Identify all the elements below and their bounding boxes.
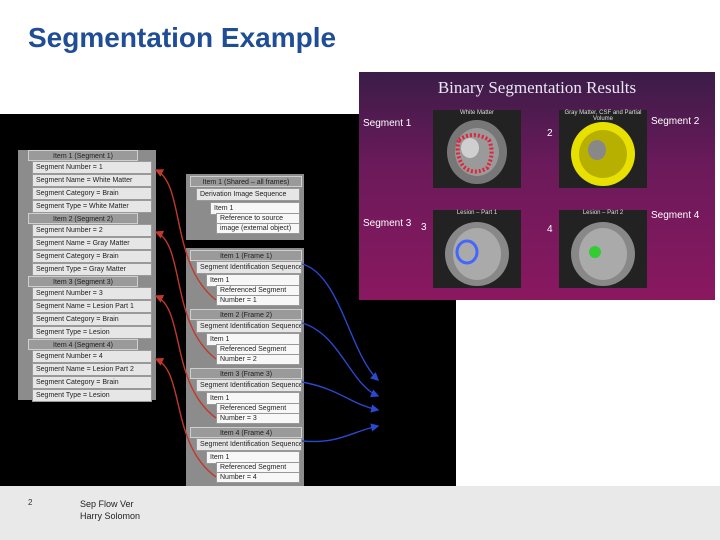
segment-2-label: Segment 2	[651, 116, 700, 127]
results-panel: Binary Segmentation Results Segment 1 Se…	[359, 72, 715, 300]
frame-2-header: Item 2 (Frame 2)	[190, 309, 302, 320]
arrow-frame2-out	[301, 322, 380, 398]
frame-3-sequence: Segment Identification Sequence	[196, 379, 302, 392]
brain-tile-1: White Matter	[433, 110, 521, 188]
arrow-frame1-out	[301, 263, 380, 381]
frame-2-ref-2: Number = 2	[216, 354, 300, 365]
frame-3-ref-2: Number = 3	[216, 413, 300, 424]
brain-tile-4: Lesion – Part 2 4	[547, 210, 647, 288]
brain-tile-2: Gray Matter, CSF and Partial Volume 2	[547, 110, 647, 188]
results-title: Binary Segmentation Results	[437, 78, 637, 97]
segment-item-1-row-3: Segment Category = Brain	[32, 187, 152, 200]
segment-3-label: Segment 3	[363, 218, 412, 229]
tile-1-caption: White Matter	[459, 110, 494, 116]
arrow-frame2-to-seg2	[154, 230, 217, 360]
shared-header: Item 1 (Shared – all frames)	[190, 176, 302, 187]
arrow-frame1-to-seg1	[154, 169, 217, 301]
shared-ref-2: image (external object)	[216, 223, 300, 234]
slide-title: Segmentation Example	[28, 22, 337, 53]
segment-item-4-header: Item 4 (Segment 4)	[28, 339, 138, 350]
frame-1-ref-2: Number = 1	[216, 295, 300, 306]
brain-image-4	[571, 222, 635, 286]
brain-image-2	[571, 122, 635, 186]
segment-item-1-row-2: Segment Name = White Matter	[32, 174, 152, 187]
segment-item-2-header: Item 2 (Segment 2)	[28, 213, 138, 224]
tile-4-number: 4	[547, 224, 553, 235]
segment-item-3-row-2: Segment Name = Lesion Part 1	[32, 300, 152, 313]
frame-1-header: Item 1 (Frame 1)	[190, 250, 302, 261]
brain-tile-3: Lesion – Part 1 3	[421, 210, 521, 288]
tile-3-caption: Lesion – Part 1	[456, 210, 498, 216]
connector-arrows	[154, 169, 380, 478]
segment-item-4-row-4: Segment Type = Lesion	[32, 389, 152, 402]
segment-item-2-row-4: Segment Type = Gray Matter	[32, 263, 152, 276]
tile-2-caption: Gray Matter, CSF and Partial Volume	[564, 110, 642, 122]
segment-item-2-row-3: Segment Category = Brain	[32, 250, 152, 263]
segment-item-3-row-1: Segment Number = 3	[32, 287, 152, 300]
frame-4-header: Item 4 (Frame 4)	[190, 427, 302, 438]
segment-item-3-row-3: Segment Category = Brain	[32, 313, 152, 326]
segment-item-3-header: Item 3 (Segment 3)	[28, 276, 138, 287]
segment-1-label: Segment 1	[363, 118, 412, 129]
arrow-frame3-out	[301, 381, 380, 413]
segment-item-2-row-2: Segment Name = Gray Matter	[32, 237, 152, 250]
segment-item-2-row-1: Segment Number = 2	[32, 224, 152, 237]
brain-image-3	[445, 222, 509, 286]
arrow-frame4-out	[301, 423, 380, 443]
footer-line-2: Harry Solomon	[80, 511, 141, 521]
brain-image-1	[447, 120, 507, 184]
segment-4-label: Segment 4	[651, 210, 700, 221]
segment-item-4-row-2: Segment Name = Lesion Part 2	[32, 363, 152, 376]
segment-item-3-row-4: Segment Type = Lesion	[32, 326, 152, 339]
frame-2-sequence: Segment Identification Sequence	[196, 320, 302, 333]
frame-1-sequence: Segment Identification Sequence	[196, 261, 302, 274]
frame-3-header: Item 3 (Frame 3)	[190, 368, 302, 379]
arrow-frame4-to-seg4	[154, 358, 217, 478]
segment-item-1-row-4: Segment Type = White Matter	[32, 200, 152, 213]
arrow-frame3-to-seg3	[154, 295, 217, 419]
segment-item-1-row-1: Segment Number = 1	[32, 161, 152, 174]
footer-line-1: Sep Flow Ver	[80, 499, 134, 509]
footer-page-number: 2	[28, 498, 33, 507]
frame-4-ref-2: Number = 4	[216, 472, 300, 483]
shared-sequence: Derivation Image Sequence	[196, 188, 300, 201]
segment-item-4-row-3: Segment Category = Brain	[32, 376, 152, 389]
tile-4-caption: Lesion – Part 2	[582, 210, 624, 216]
tile-2-number: 2	[547, 128, 553, 139]
tile-3-number: 3	[421, 222, 427, 233]
segment-item-1-header: Item 1 (Segment 1)	[28, 150, 138, 161]
frame-4-sequence: Segment Identification Sequence	[196, 438, 302, 451]
footer-band	[0, 486, 720, 540]
segment-item-4-row-1: Segment Number = 4	[32, 350, 152, 363]
